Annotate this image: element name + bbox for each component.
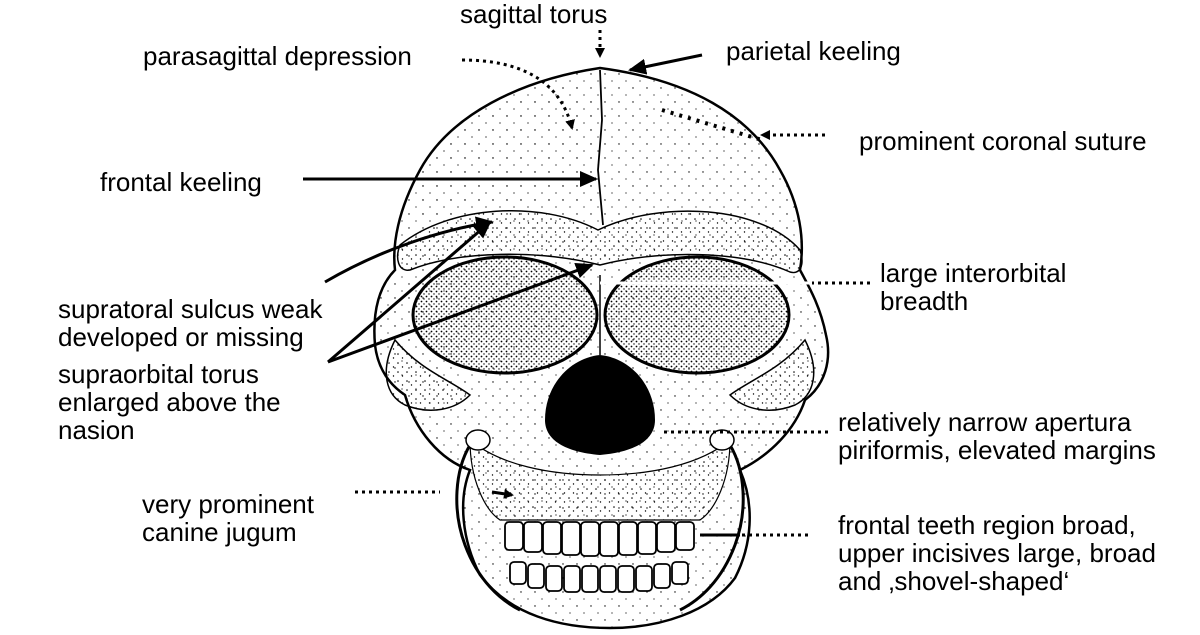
brow-ridge <box>397 210 803 274</box>
left-zygomatic <box>385 338 472 411</box>
skull <box>373 66 830 630</box>
left-condyle <box>465 429 491 451</box>
label-supratoral-sulcus: supratoral sulcus weak developed or miss… <box>58 294 323 352</box>
label-parasagittal-depression: parasagittal depression <box>143 41 412 71</box>
label-sagittal-torus: sagittal torus <box>460 0 608 29</box>
pointer-canine-jugum-arrow <box>491 488 514 499</box>
pointer-parietal-keeling <box>628 53 703 75</box>
label-prominent-coronal-suture: prominent coronal suture <box>859 126 1147 156</box>
pointer-supraorbital-torus-1 <box>327 220 492 364</box>
right-condyle <box>709 429 735 451</box>
left-orbit <box>411 255 599 375</box>
forehead-shade <box>420 85 605 225</box>
label-large-interorbital-breadth: large interorbital breadth <box>880 258 1067 316</box>
right-zygomatic <box>728 338 815 411</box>
pointer-lines <box>303 30 870 537</box>
label-supraorbital-torus: supraorbital torus enlarged above the na… <box>58 359 281 445</box>
teeth <box>504 521 695 593</box>
pointer-supraorbital-torus-2 <box>327 263 594 364</box>
nasal-aperture <box>545 355 655 455</box>
right-orbit <box>603 255 791 375</box>
sagittal-suture <box>597 69 604 226</box>
label-canine-jugum: very prominent canine jugum <box>142 489 314 547</box>
mandible-left <box>455 444 521 612</box>
label-parietal-keeling: parietal keeling <box>726 36 901 66</box>
mandible-right <box>679 444 745 612</box>
label-frontal-teeth: frontal teeth region broad, upper incisi… <box>838 510 1156 596</box>
label-apertura-piriformis: relatively narrow apertura piriformis, e… <box>838 407 1156 465</box>
label-frontal-keeling: frontal keeling <box>100 167 262 197</box>
